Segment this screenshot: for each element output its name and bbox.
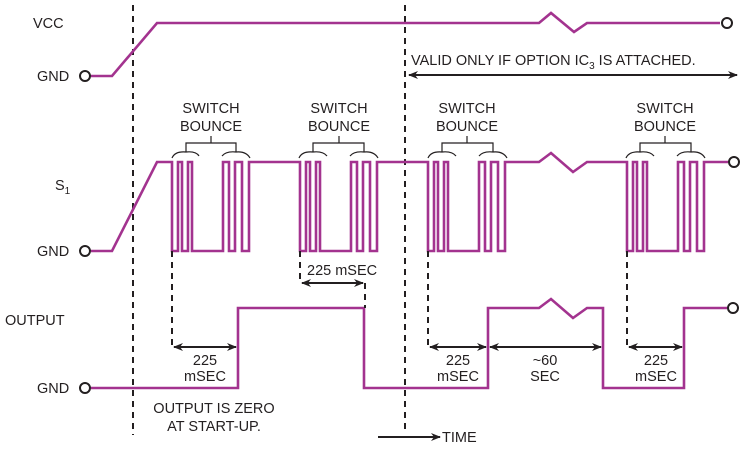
s1-label: S1: [55, 178, 71, 197]
bounce-group-3: SWITCH BOUNCE: [427, 101, 508, 159]
s1-end-terminal: [728, 156, 740, 168]
bounce-label-line2: BOUNCE: [180, 119, 242, 135]
output-gnd-label: GND: [37, 381, 69, 397]
output-waveform: [91, 297, 727, 390]
startup-note-line2: AT START-UP.: [167, 419, 261, 435]
vcc-gnd-terminal: [79, 70, 91, 82]
output-gnd-terminal: [79, 382, 91, 394]
delay-3-unit: mSEC: [437, 369, 479, 385]
startup-note-line1: OUTPUT IS ZERO: [153, 401, 274, 417]
delay-4-unit: mSEC: [635, 369, 677, 385]
time-axis-label: TIME: [442, 430, 477, 446]
vcc-label: VCC: [33, 16, 64, 32]
delay-3-value: 225: [446, 353, 470, 369]
bounce-label-line1: SWITCH: [310, 101, 367, 117]
bounce-label-line1: SWITCH: [636, 101, 693, 117]
vcc-gnd-label: GND: [37, 69, 69, 85]
delay-2-label: 225 mSEC: [307, 263, 377, 279]
bounce-bracket: [625, 136, 706, 159]
s1-waveform: [91, 151, 728, 253]
hold-value: ~60: [533, 353, 558, 369]
bounce-bracket: [171, 136, 251, 159]
delay-1-value: 225: [193, 353, 217, 369]
bounce-bracket: [427, 136, 508, 159]
s1-gnd-label: GND: [37, 244, 69, 260]
valid-only-note: VALID ONLY IF OPTION IC3 IS ATTACHED.: [411, 53, 696, 72]
output-end-terminal: [727, 302, 739, 314]
output-label: OUTPUT: [5, 313, 65, 329]
bounce-label-line2: BOUNCE: [634, 119, 696, 135]
bounce-group-1: SWITCH BOUNCE: [171, 101, 251, 159]
bounce-label-line1: SWITCH: [182, 101, 239, 117]
vcc-end-terminal: [721, 17, 733, 29]
vcc-waveform: [91, 11, 720, 78]
delay-4-value: 225: [644, 353, 668, 369]
delay-1-unit: mSEC: [184, 369, 226, 385]
bounce-bracket: [298, 136, 379, 159]
bounce-group-4: SWITCH BOUNCE: [625, 101, 706, 159]
hold-unit: SEC: [530, 369, 560, 385]
bounce-label-line2: BOUNCE: [308, 119, 370, 135]
bounce-group-2: SWITCH BOUNCE: [298, 101, 379, 159]
s1-gnd-terminal: [79, 245, 91, 257]
bounce-label-line1: SWITCH: [438, 101, 495, 117]
bounce-label-line2: BOUNCE: [436, 119, 498, 135]
